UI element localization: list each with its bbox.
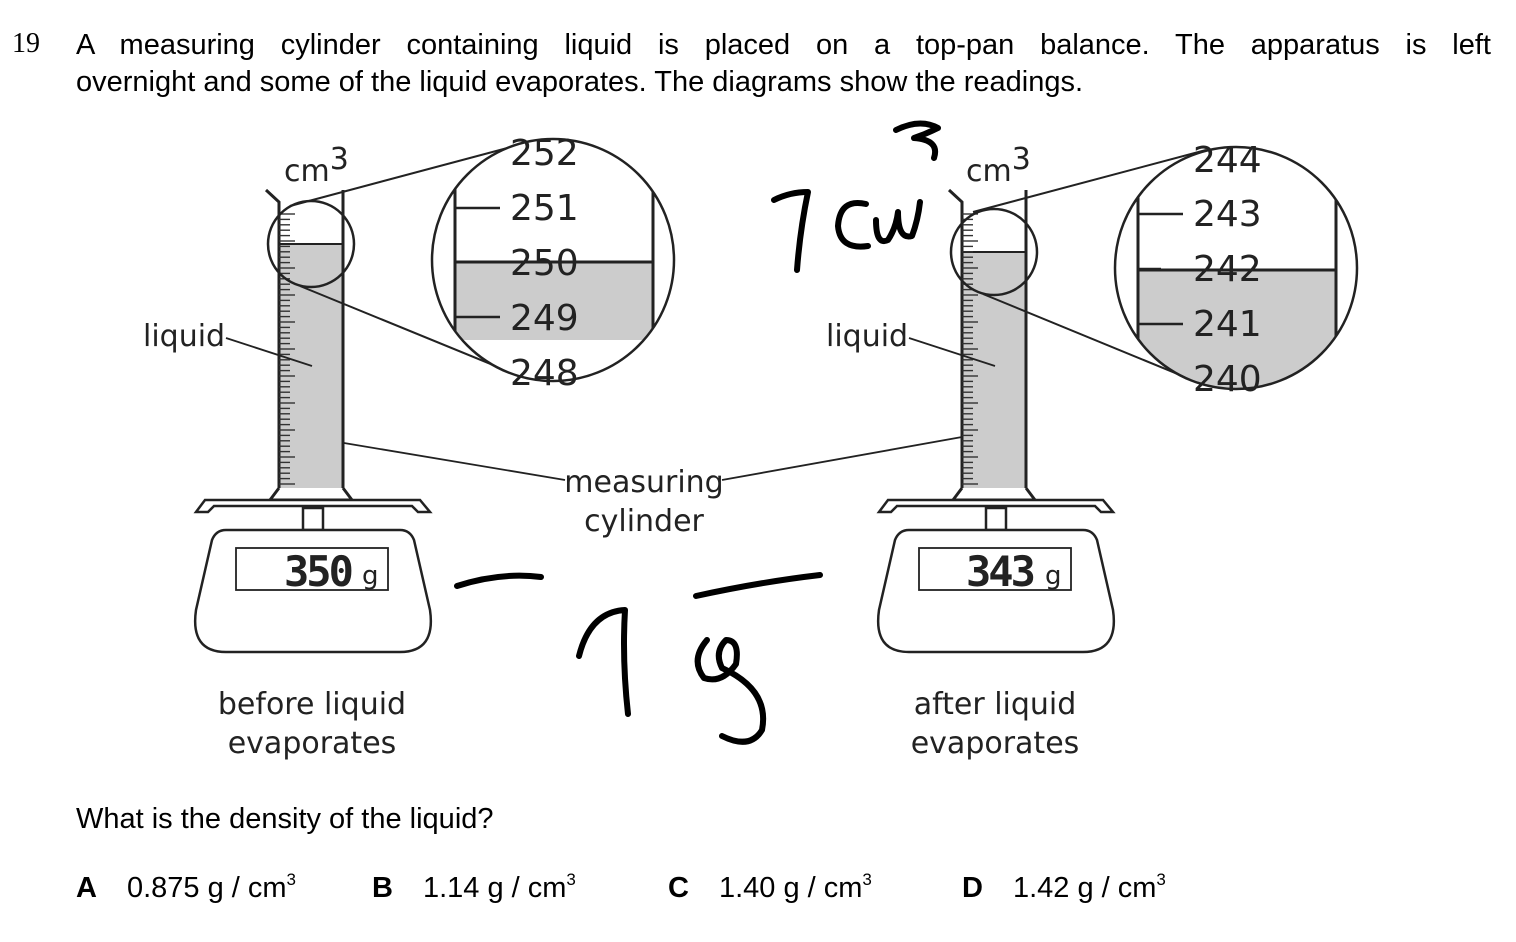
handwritten-volume-annotation [771, 120, 941, 273]
question-text: A measuring cylinder containing liquid i… [76, 27, 1491, 101]
before-scale-label-249: 249 [510, 298, 579, 339]
option-d-letter: D [962, 872, 983, 904]
question-text-line1: A measuring cylinder containing liquid i… [76, 29, 1491, 61]
before-display [235, 547, 389, 591]
before-balance-reading: 350 [284, 547, 352, 596]
option-c-value: 1.40 g / cm [718, 872, 863, 904]
before-measuring-cylinder [264, 188, 355, 502]
after-measuring-cylinder [947, 188, 1038, 502]
after-unit-label: cm3 [966, 142, 1031, 189]
after-magnified-scale: 244 243 242 241 240 [1113, 140, 1359, 400]
option-b-power: 3 [566, 870, 576, 889]
question-prompt: What is the density of the liquid? [76, 803, 494, 835]
option-b-letter: B [372, 872, 393, 904]
after-caption-line1: after liquid [914, 687, 1077, 722]
after-apparatus: cm3 244 243 242 [826, 140, 1359, 761]
option-d[interactable]: D 1.42 g / cm3 [962, 870, 1166, 905]
before-scale-label-252: 252 [510, 133, 579, 174]
after-scale-label-243: 243 [1193, 194, 1262, 235]
after-scale-ticks [962, 213, 978, 485]
after-scale-label-241: 241 [1193, 304, 1262, 345]
before-caption-line2: evaporates [228, 726, 397, 761]
before-balance-unit: g [362, 561, 379, 591]
before-liquid-label: liquid [143, 319, 225, 354]
option-a-power: 3 [286, 870, 297, 889]
before-caption-line1: before liquid [218, 687, 406, 722]
option-c[interactable]: C 1.40 g / cm3 [668, 870, 872, 905]
measuring-cylinder-label-line2: cylinder [584, 504, 704, 539]
before-apparatus: cm3 252 [143, 133, 676, 761]
measuring-cylinder-label-line1: measuring [564, 465, 723, 500]
option-b-value: 1.14 g / cm [422, 872, 567, 904]
after-zoom-marker [949, 207, 1039, 297]
handwritten-mass-annotation [454, 572, 823, 745]
before-scale-label-250: 250 [510, 243, 579, 284]
after-scale-label-242: 242 [1193, 249, 1262, 290]
after-display [918, 547, 1072, 591]
after-balance: 343 g [876, 498, 1116, 654]
option-d-value: 1.42 g / cm [1012, 872, 1157, 904]
option-b[interactable]: B 1.14 g / cm3 [372, 870, 576, 905]
option-c-power: 3 [862, 870, 872, 889]
option-c-letter: C [668, 872, 689, 904]
option-a[interactable]: A 0.875 g / cm3 [76, 870, 296, 905]
before-scale-label-248: 248 [510, 353, 579, 394]
before-unit-label: cm3 [284, 142, 349, 189]
question-number: 19 [12, 28, 40, 59]
before-scale-label-251: 251 [510, 188, 579, 229]
after-balance-unit: g [1045, 561, 1062, 591]
measuring-cylinder-label: measuring cylinder [343, 436, 963, 539]
after-scale-label-240: 240 [1193, 359, 1262, 400]
question-text-line2: overnight and some of the liquid evapora… [76, 66, 1084, 98]
before-liquid [279, 244, 343, 490]
after-caption-line2: evaporates [911, 726, 1080, 761]
option-d-power: 3 [1156, 870, 1166, 889]
after-liquid-label: liquid [826, 319, 908, 354]
before-magnified-scale: 252 251 250 249 248 [430, 133, 676, 394]
before-balance: 350 g [193, 498, 433, 654]
option-a-value: 0.875 g / cm [126, 872, 287, 904]
after-scale-label-244: 244 [1193, 140, 1262, 181]
option-a-letter: A [76, 872, 97, 904]
after-balance-reading: 343 [966, 547, 1034, 596]
